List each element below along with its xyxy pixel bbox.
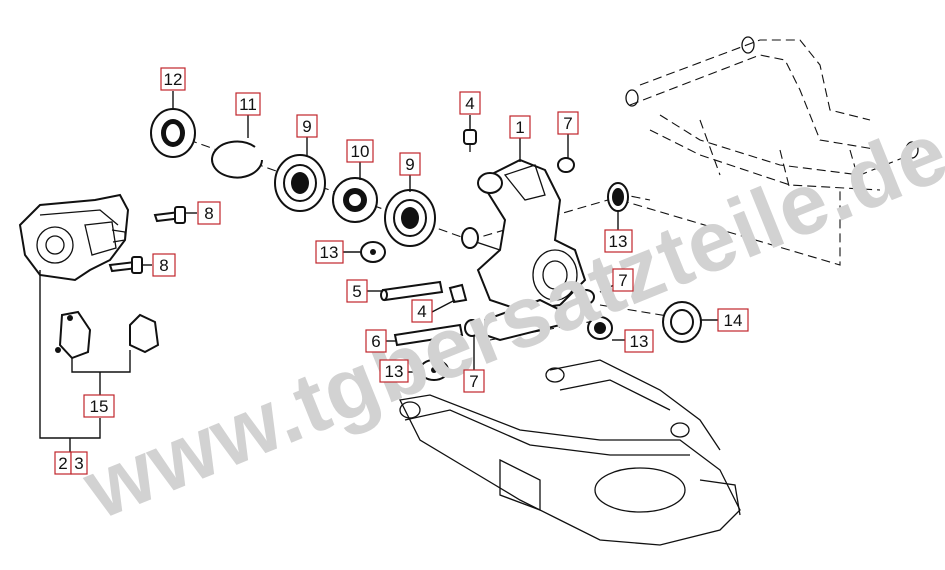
svg-text:15: 15 [90,397,109,416]
circlip-11 [211,140,263,179]
nut-7b [577,289,595,305]
svg-text:2: 2 [58,454,67,473]
svg-text:13: 13 [609,232,628,251]
bearing-9b [384,189,436,247]
callout-7a: 7 [557,111,579,135]
callout-11: 11 [235,92,261,116]
leader-lines [142,91,718,373]
svg-text:4: 4 [417,302,426,321]
callout-10: 10 [346,139,374,163]
svg-text:11: 11 [239,95,257,114]
bushing-13a [360,241,386,263]
callout-12: 12 [160,67,186,91]
lower-swing-arm [399,359,741,546]
bolt-4b [448,283,468,304]
callout-8b: 8 [152,253,176,277]
callout-8a: 8 [197,201,221,225]
callout-13c: 13 [624,329,654,353]
callout-9a: 9 [296,114,318,138]
oil-seal-12 [150,108,196,158]
svg-text:7: 7 [469,372,478,391]
svg-text:13: 13 [320,243,339,262]
callout-5: 5 [346,279,368,303]
svg-text:13: 13 [385,362,404,381]
pin-5 [380,280,444,302]
brake-caliper [18,193,130,282]
washer [464,319,480,337]
svg-text:8: 8 [204,204,213,223]
callout-4a: 4 [459,91,481,115]
nut-7a [557,157,575,173]
callout-14: 14 [717,308,749,332]
svg-text:6: 6 [371,332,380,351]
bushing-13d [419,359,449,381]
bushing-13b [607,182,629,212]
svg-text:4: 4 [465,94,474,113]
svg-text:13: 13 [630,332,649,351]
callout-7b: 7 [612,268,634,292]
rear-frame-dashed [619,36,919,266]
bushing-13c [587,316,613,340]
svg-text:10: 10 [351,142,370,161]
callout-2: 2 [54,451,72,475]
brake-pads [55,310,160,360]
callout-1: 1 [509,115,531,139]
svg-text:5: 5 [352,282,361,301]
caliper-bolts [108,206,186,274]
svg-text:7: 7 [563,114,572,133]
leader-15 [71,350,131,373]
seal-14 [662,301,702,343]
svg-text:9: 9 [302,117,311,136]
svg-text:9: 9 [405,155,414,174]
svg-text:7: 7 [618,271,627,290]
svg-text:3: 3 [74,454,83,473]
bolt-4a [463,129,477,152]
callout-13b: 13 [604,229,633,253]
callout-15: 15 [83,394,115,418]
callout-7c: 7 [463,369,485,393]
knuckle-1 [461,158,587,342]
callout-13a: 13 [315,240,344,264]
callout-6: 6 [365,329,387,353]
svg-text:12: 12 [164,70,183,89]
svg-text:1: 1 [515,118,524,137]
callout-13d: 13 [379,359,409,383]
callout-3: 3 [70,451,88,475]
svg-text:14: 14 [724,311,743,330]
spacer-10 [332,177,378,223]
callout-4b: 4 [411,299,433,323]
svg-text:8: 8 [159,256,168,275]
bearing-9a [274,154,326,212]
callout-9b: 9 [399,152,421,176]
